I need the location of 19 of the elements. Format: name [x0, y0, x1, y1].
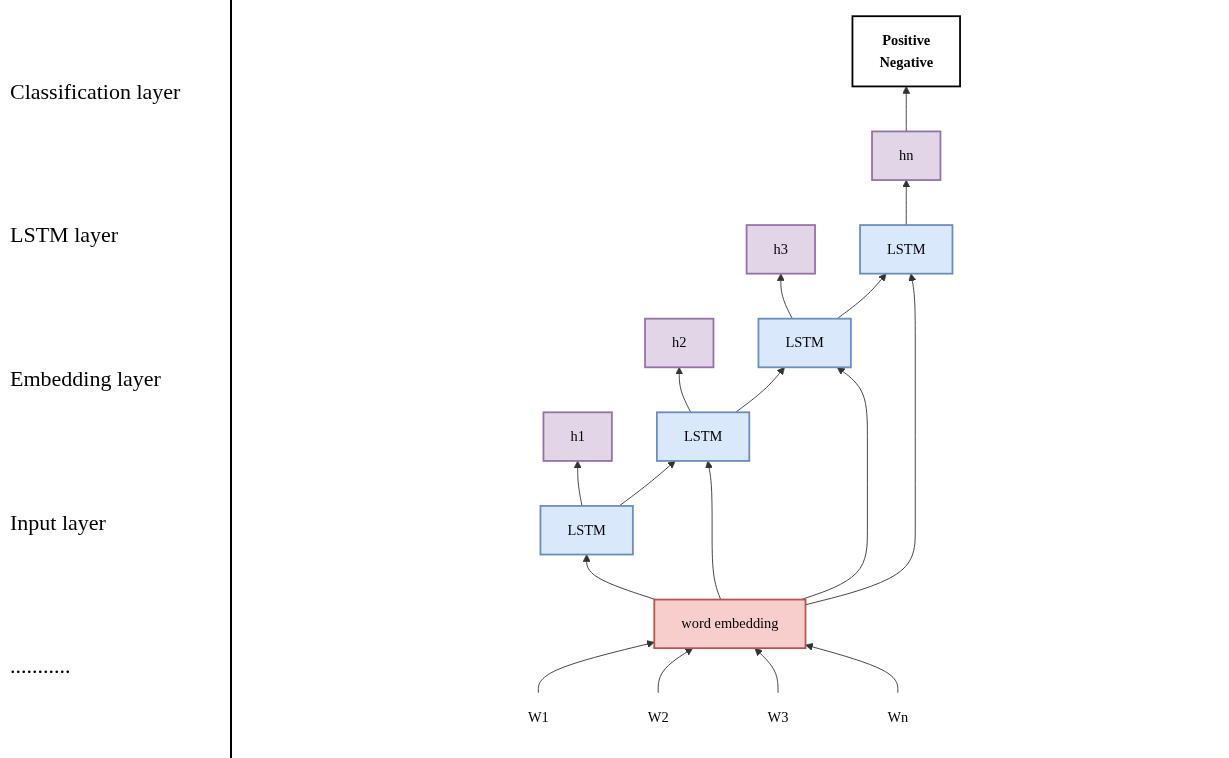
layer-label: Classification layer	[10, 78, 182, 105]
node-box: LSTM	[539, 505, 634, 556]
node-box: LSTM	[859, 224, 954, 275]
node-box: h3	[745, 224, 816, 275]
layer-label: ...........	[10, 653, 72, 680]
node-text: W2	[647, 709, 669, 725]
node-box: word embedding	[653, 598, 807, 650]
node-box: LSTM	[757, 317, 852, 369]
layer-label: LSTM layer	[10, 222, 120, 249]
node-text: W1	[527, 709, 549, 725]
node-text: Wn	[887, 709, 909, 725]
node-box: LSTM	[656, 411, 751, 462]
node-box: Positive Negative	[851, 15, 961, 88]
node-box: hn	[871, 130, 942, 181]
layer-label: Embedding layer	[10, 366, 162, 392]
node-box: h2	[644, 317, 715, 369]
layer-label: Input layer	[10, 509, 107, 536]
node-box: h1	[542, 411, 613, 462]
node-text: W3	[767, 709, 789, 725]
